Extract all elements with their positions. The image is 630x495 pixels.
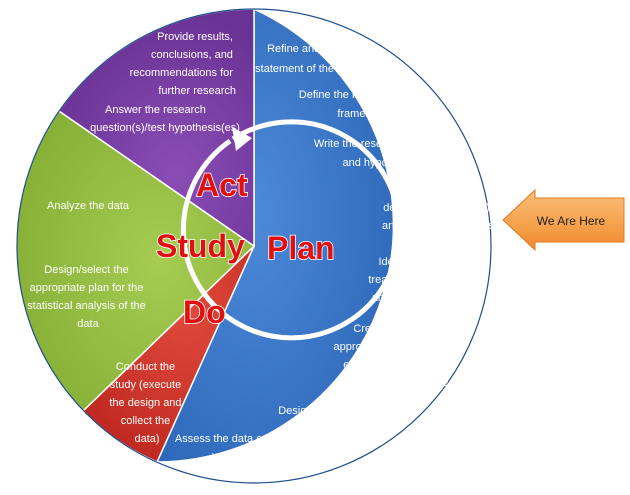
step-design-analysis: Design/select the appropriate plan for t… (27, 264, 149, 330)
step-define-framework: Define the research study framework (299, 89, 427, 120)
plan-label: Plan (267, 230, 335, 266)
step-assess-instruments: Assess the data collection instruments (175, 433, 305, 464)
step-conduct-study: Conduct the study (execute the design an… (109, 361, 184, 445)
callout-arrow-shape (502, 188, 625, 252)
act-label: Act (196, 167, 248, 203)
step-answer-questions: Answer the research question(s)/test hyp… (90, 104, 240, 134)
do-label: Do (183, 294, 226, 330)
callout-label: We Are Here (537, 214, 606, 228)
step-analyze-data: Analyze the data (47, 200, 130, 212)
outer-rim (16, 8, 492, 484)
step-create-design: Create the most appropriate and efficien… (334, 323, 455, 389)
step-write-questions: Write the research question(s) and hypot… (314, 138, 464, 169)
step-provide-results: Provide results, conclusions, and recomm… (130, 31, 236, 97)
step-sampling-plan: Design the sampling plan (278, 405, 402, 417)
we-are-here-callout: We Are Here (502, 188, 625, 252)
cycle-ring (180, 119, 402, 341)
study-label: Study (156, 228, 245, 264)
cycle-arrowhead (232, 127, 252, 151)
step-refine-problem: Refine and develop statement of the prob… (255, 43, 377, 75)
step-define-variables: Define/select the dependent variable(s) … (382, 184, 494, 232)
step-identify-variables: Identify and classify treatment, indepen… (368, 256, 487, 304)
